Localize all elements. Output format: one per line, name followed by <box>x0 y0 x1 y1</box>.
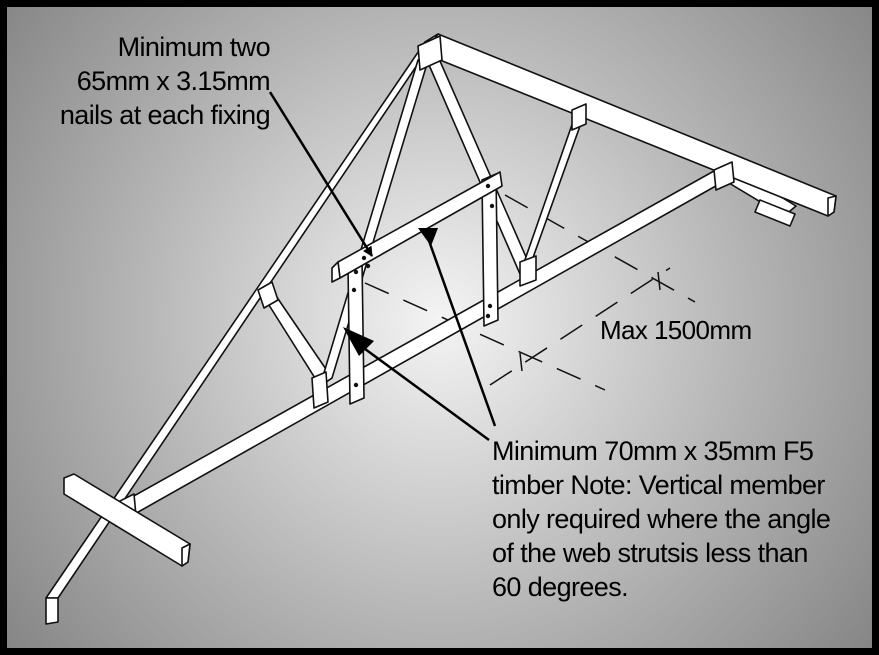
left-top-chord <box>45 33 439 625</box>
timber-callout-line-4: of the web strutsis less than <box>492 538 808 568</box>
ceiling-beam <box>63 473 191 567</box>
nail-plates <box>113 35 735 527</box>
timber-callout-line-2: timber Note: Vertical member <box>492 470 825 500</box>
nails-callout-line-2: 65mm x 3.15mm <box>76 66 271 96</box>
timber-leader-arrow-horizontal <box>426 237 497 427</box>
nails-callout-line-3: nails at each fixing <box>59 100 271 130</box>
max-spacing-label: Max 1500mm <box>600 315 752 345</box>
web-struts <box>261 51 586 387</box>
timber-callout-line-3: only required where the angle <box>492 504 831 534</box>
timber-callout-line-5: 60 degrees. <box>492 572 629 602</box>
added-timber-brace <box>331 171 503 405</box>
nails-callout: Minimum two 65mm x 3.15mm nails at each … <box>20 30 271 132</box>
timber-callout: Minimum 70mm x 35mm F5 timber Note: Vert… <box>492 434 831 604</box>
timber-callout-line-1: Minimum 70mm x 35mm F5 <box>492 436 814 466</box>
leader-arrows <box>268 91 497 442</box>
nail-dots <box>351 183 495 388</box>
timber-leader-arrow-vertical <box>360 344 490 442</box>
timber-arrow-horizontal-head <box>418 228 438 246</box>
spacing-tick-marks <box>519 271 661 372</box>
nails-callout-line-1: Minimum two <box>117 32 271 62</box>
nails-leader-arrow <box>268 91 374 257</box>
